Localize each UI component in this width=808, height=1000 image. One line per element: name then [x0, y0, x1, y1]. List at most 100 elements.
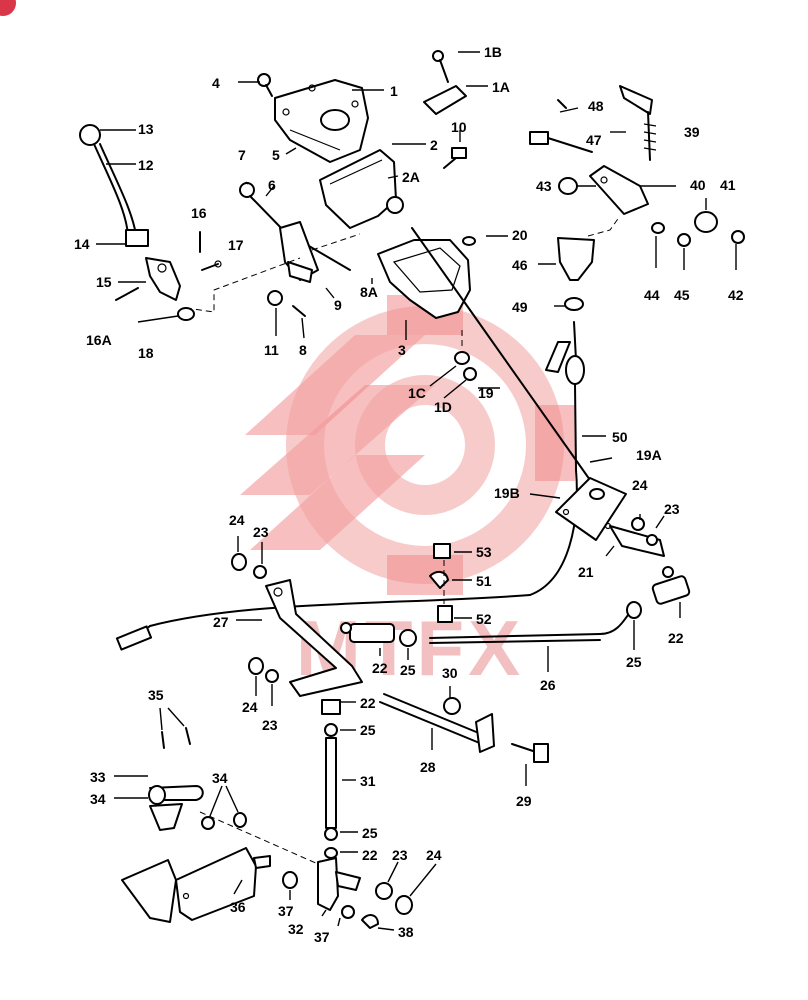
pins-35 — [161, 727, 191, 749]
callout-48: 48 — [588, 98, 604, 114]
callout-40: 40 — [690, 177, 706, 193]
sleeve-22-right — [626, 566, 691, 619]
callout-14: 14 — [74, 236, 90, 252]
callout-23-mid: 23 — [262, 717, 278, 733]
callout-36: 36 — [230, 899, 246, 915]
callout-labels: 4 1 1B 1A 5 2 2A 10 7 6 13 12 14 15 16 1… — [74, 44, 744, 945]
callout-34-right: 34 — [212, 770, 228, 786]
lever-21 — [609, 517, 665, 557]
callout-44: 44 — [644, 287, 660, 303]
callout-19: 19 — [478, 385, 494, 401]
washers-23-24-left — [231, 553, 279, 683]
callout-1d: 1D — [434, 399, 452, 415]
callout-8: 8 — [299, 342, 307, 358]
callout-23-right: 23 — [664, 501, 680, 517]
callout-26: 26 — [540, 677, 556, 693]
callout-45: 45 — [674, 287, 690, 303]
rod-31 — [321, 699, 341, 859]
callout-50: 50 — [612, 429, 628, 445]
callout-25-left: 25 — [400, 662, 416, 678]
callout-12: 12 — [138, 157, 154, 173]
callout-31: 31 — [360, 773, 376, 789]
bracket-2 — [319, 149, 404, 229]
pin-47-clip-48 — [529, 99, 593, 153]
callout-37-right: 37 — [314, 929, 330, 945]
callout-21: 21 — [578, 564, 594, 580]
assembly-line-b — [311, 233, 361, 251]
callout-15: 15 — [96, 274, 112, 290]
callout-19a: 19A — [636, 447, 662, 463]
nut-11-pin-8 — [267, 290, 306, 317]
callout-1: 1 — [390, 83, 398, 99]
callout-17: 17 — [228, 237, 244, 253]
callout-32: 32 — [288, 921, 304, 937]
callout-29: 29 — [516, 793, 532, 809]
bracket-40 — [589, 165, 649, 215]
callout-2a: 2A — [402, 169, 420, 185]
bushing-41-43 — [558, 177, 718, 233]
shift-console-1 — [274, 79, 369, 163]
plate-19a — [555, 477, 627, 541]
callout-1c: 1C — [408, 385, 426, 401]
callout-53: 53 — [476, 544, 492, 560]
bolt-10 — [443, 147, 467, 169]
callout-10: 10 — [451, 119, 467, 135]
assembly-line-d — [199, 811, 319, 865]
callout-35: 35 — [148, 687, 164, 703]
callout-24-mid: 24 — [242, 699, 258, 715]
assembly-line-a — [185, 257, 301, 313]
screw-4 — [257, 73, 273, 97]
callout-16a: 16A — [86, 332, 112, 348]
gear-lever-12 — [79, 124, 149, 247]
washer-18 — [177, 307, 195, 321]
shift-rod-19 — [411, 227, 591, 481]
callout-13: 13 — [138, 121, 154, 137]
callout-23-low: 23 — [392, 847, 408, 863]
clip-20 — [462, 236, 476, 246]
shaft-28 — [379, 693, 495, 753]
callout-43: 43 — [536, 178, 552, 194]
callout-6: 6 — [268, 177, 276, 193]
callout-41: 41 — [720, 177, 736, 193]
washer-37 — [282, 871, 298, 889]
washers-1c-1d — [454, 351, 477, 381]
spring-bracket-39 — [619, 85, 657, 161]
yoke-15 — [145, 257, 181, 301]
callout-22-mid: 22 — [360, 695, 376, 711]
callout-5: 5 — [272, 147, 280, 163]
callout-39: 39 — [684, 124, 700, 140]
bracket-1a — [423, 85, 467, 115]
callout-37-left: 37 — [278, 903, 294, 919]
callout-24-left: 24 — [229, 512, 245, 528]
lever-27 — [265, 579, 363, 697]
callout-16: 16 — [191, 205, 207, 221]
bracket-32 — [317, 857, 413, 929]
callout-25-right: 25 — [626, 654, 642, 670]
callout-51: 51 — [476, 573, 492, 589]
callout-9: 9 — [334, 297, 342, 313]
leader-lines — [96, 51, 737, 931]
callout-30: 30 — [442, 665, 458, 681]
callout-46: 46 — [512, 257, 528, 273]
callout-25-low: 25 — [362, 825, 378, 841]
callout-24-right: 24 — [632, 477, 648, 493]
callout-23-left: 23 — [253, 524, 269, 540]
callout-42: 42 — [728, 287, 744, 303]
callout-19b: 19B — [494, 485, 520, 501]
callout-24-low: 24 — [426, 847, 442, 863]
callout-22-right: 22 — [668, 630, 684, 646]
u-bolt-33 — [148, 785, 204, 831]
callout-33: 33 — [90, 769, 106, 785]
callout-27: 27 — [213, 614, 229, 630]
corner-badge — [0, 0, 16, 16]
pins-16-17 — [115, 231, 222, 301]
cable-50 — [115, 321, 585, 651]
callout-18: 18 — [138, 345, 154, 361]
yoke-46-nut-49 — [557, 237, 595, 311]
washers-34 — [201, 812, 247, 830]
callout-7: 7 — [238, 147, 246, 163]
rod-26 — [429, 611, 631, 644]
callout-22-low: 22 — [362, 847, 378, 863]
bolt-29 — [511, 743, 549, 763]
